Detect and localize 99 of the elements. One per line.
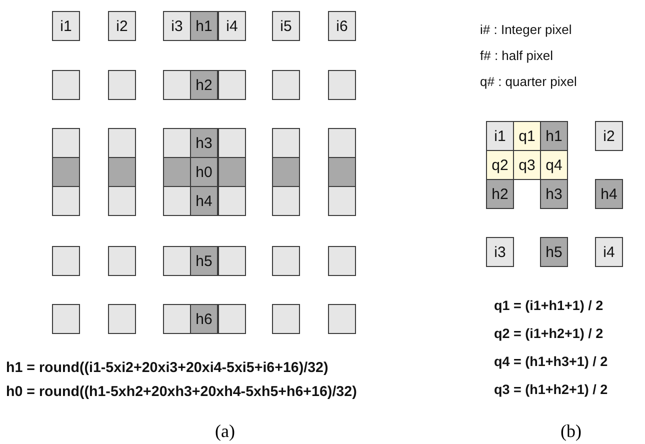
- pixel-label: h5: [546, 244, 562, 260]
- pixel-label: h6: [196, 310, 212, 328]
- pixel-label: i1: [494, 128, 506, 144]
- pixel-label: i4: [603, 244, 615, 260]
- pixel-cell: [190, 70, 218, 100]
- pixel-cell: [272, 304, 300, 334]
- pixel-cell: [108, 157, 136, 187]
- pixel-cell: [190, 11, 218, 41]
- panel-caption: (b): [560, 421, 582, 442]
- pixel-cell: [190, 186, 218, 216]
- pixel-cell: [108, 70, 136, 100]
- pixel-cell: [540, 237, 568, 267]
- pixel-label: i1: [60, 18, 72, 34]
- pixel-label: h0: [196, 164, 212, 180]
- panel-caption: (a): [215, 421, 235, 442]
- pixel-cell: [52, 128, 80, 158]
- pixel-cell: [163, 11, 191, 41]
- pixel-cell: [486, 179, 514, 209]
- pixel-label: i6: [336, 18, 348, 34]
- pixel-label: i5: [280, 18, 292, 34]
- pixel-cell: [108, 246, 136, 276]
- pixel-cell: [52, 157, 80, 187]
- pixel-label: h1: [546, 128, 562, 144]
- pixel-cell: [52, 70, 80, 100]
- pixel-cell: [218, 70, 246, 100]
- pixel-cell: [272, 157, 300, 187]
- pixel-label: h3: [196, 134, 212, 152]
- pixel-cell: [163, 186, 191, 216]
- pixel-cell: [595, 121, 623, 151]
- pixel-label: i4: [226, 18, 238, 34]
- pixel-label: q3: [518, 156, 536, 174]
- pixel-cell: [108, 128, 136, 158]
- formula: q3 = (h1+h2+1) / 2: [494, 382, 608, 397]
- pixel-cell: [163, 304, 191, 334]
- pixel-cell: [486, 150, 514, 180]
- pixel-cell: [328, 186, 356, 216]
- formula: q2 = (i1+h2+1) / 2: [494, 326, 604, 341]
- pixel-cell: [328, 11, 356, 41]
- pixel-cell: [328, 70, 356, 100]
- pixel-label: h4: [196, 192, 212, 210]
- pixel-cell: [52, 186, 80, 216]
- pixel-cell: [163, 246, 191, 276]
- pixel-label: h3: [546, 186, 562, 202]
- pixel-cell: [218, 246, 246, 276]
- pixel-label: h1: [196, 18, 212, 34]
- pixel-cell: [190, 157, 218, 187]
- pixel-cell: [272, 246, 300, 276]
- pixel-label: i3: [171, 18, 183, 34]
- pixel-cell: [272, 11, 300, 41]
- legend-note: i# : Integer pixel: [480, 22, 572, 37]
- pixel-cell: [328, 128, 356, 158]
- pixel-cell: [272, 70, 300, 100]
- pixel-cell: [108, 304, 136, 334]
- pixel-cell: [595, 237, 623, 267]
- pixel-label: h4: [600, 186, 618, 202]
- pixel-cell: [52, 246, 80, 276]
- pixel-cell: [540, 150, 568, 180]
- pixel-label: i3: [494, 244, 506, 260]
- pixel-label: i2: [603, 128, 615, 144]
- pixel-cell: [190, 304, 218, 334]
- pixel-label: h2: [492, 186, 508, 202]
- formula: q4 = (h1+h3+1) / 2: [494, 354, 608, 369]
- formula: h0 = round((h1-5xh2+20xh3+20xh4-5xh5+h6+16)/32): [6, 384, 357, 400]
- pixel-cell: [513, 150, 541, 180]
- pixel-cell: [163, 128, 191, 158]
- pixel-label: q1: [518, 128, 536, 144]
- pixel-cell: [540, 121, 568, 151]
- pixel-cell: [52, 304, 80, 334]
- pixel-cell: [218, 304, 246, 334]
- pixel-cell: [272, 186, 300, 216]
- pixel-cell: [328, 304, 356, 334]
- pixel-cell: [218, 157, 246, 187]
- legend-note: f# : half pixel: [480, 48, 553, 63]
- pixel-cell: [272, 128, 300, 158]
- pixel-cell: [218, 128, 246, 158]
- pixel-cell: [108, 11, 136, 41]
- pixel-cell: [52, 11, 80, 41]
- pixel-cell: [163, 157, 191, 187]
- pixel-cell: [218, 186, 246, 216]
- pixel-cell: [190, 246, 218, 276]
- pixel-label: h2: [196, 76, 212, 94]
- pixel-cell: [218, 11, 246, 41]
- pixel-cell: [108, 186, 136, 216]
- pixel-cell: [486, 121, 514, 151]
- pixel-cell: [163, 70, 191, 100]
- pixel-label: q4: [546, 156, 562, 174]
- pixel-cell: [328, 157, 356, 187]
- pixel-label: q2: [492, 156, 508, 174]
- pixel-cell: [595, 179, 623, 209]
- legend-note: q# : quarter pixel: [480, 74, 577, 89]
- pixel-cell: [328, 246, 356, 276]
- pixel-cell: [190, 128, 218, 158]
- formula: h1 = round((i1-5xi2+20xi3+20xi4-5xi5+i6+16)/32): [6, 360, 328, 376]
- pixel-cell: [540, 179, 568, 209]
- pixel-label: h5: [196, 252, 212, 270]
- pixel-label: i2: [116, 18, 128, 34]
- formula: q1 = (i1+h1+1) / 2: [494, 298, 604, 313]
- pixel-cell: [513, 121, 541, 151]
- pixel-cell: [486, 237, 514, 267]
